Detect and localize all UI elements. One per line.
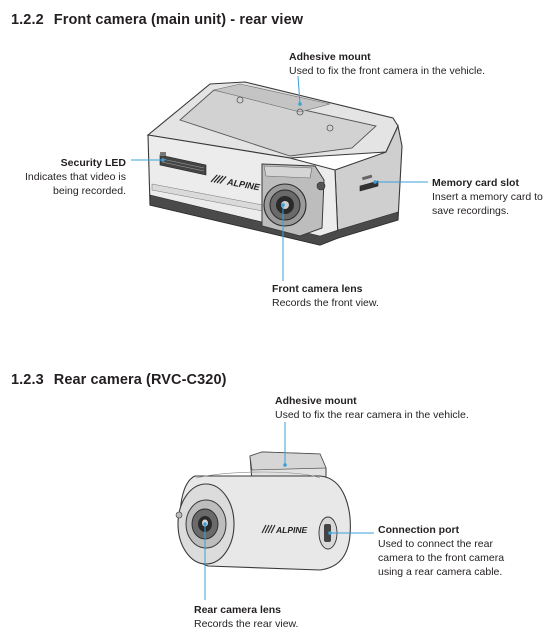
- section-number: 1.2.2: [11, 12, 44, 28]
- callout-rear-adhesive-mount: Adhesive mount Used to fix the rear came…: [275, 394, 469, 422]
- callout-desc: being recorded.: [53, 185, 126, 197]
- callout-title: Memory card slot: [432, 177, 519, 189]
- section-title: Rear camera (RVC-C320): [53, 372, 227, 388]
- callout-rear-camera-lens: Rear camera lens Records the rear view.: [194, 603, 298, 631]
- callout-title: Connection port: [378, 524, 460, 536]
- callout-front-camera-lens: Front camera lens Records the front view…: [272, 282, 379, 310]
- callout-desc: Used to fix the rear camera in the vehic…: [275, 409, 469, 421]
- callout-desc: camera to the front camera: [378, 552, 505, 564]
- callout-title: Security LED: [60, 157, 126, 169]
- section-number: 1.2.3: [11, 372, 44, 388]
- callout-title: Adhesive mount: [275, 395, 357, 407]
- callout-memory-card-slot: Memory card slot Insert a memory card to…: [432, 176, 543, 218]
- callout-desc: Used to fix the front camera in the vehi…: [289, 65, 486, 77]
- callout-title: Adhesive mount: [289, 51, 371, 63]
- section-title: Front camera (main unit) - rear view: [53, 12, 304, 28]
- callout-title: Rear camera lens: [194, 604, 281, 616]
- callout-title: Front camera lens: [272, 283, 363, 295]
- callout-connection-port: Connection port Used to connect the rear…: [378, 523, 504, 579]
- section-heading-rear-camera: 1.2.3 Rear camera (RVC-C320): [11, 372, 227, 388]
- callout-front-adhesive-mount: Adhesive mount Used to fix the front cam…: [289, 50, 485, 78]
- callout-desc: Indicates that video is: [25, 171, 126, 183]
- callout-desc: save recordings.: [432, 205, 510, 217]
- callout-desc: Used to connect the rear: [378, 538, 493, 550]
- section-heading-front-camera: 1.2.2 Front camera (main unit) - rear vie…: [11, 12, 303, 28]
- callout-desc: using a rear camera cable.: [378, 566, 503, 578]
- callout-desc: Records the front view.: [272, 297, 379, 309]
- callout-security-led: Security LED Indicates that video is bei…: [10, 156, 126, 198]
- callout-desc: Records the rear view.: [194, 618, 299, 630]
- callout-desc: Insert a memory card to: [432, 191, 543, 203]
